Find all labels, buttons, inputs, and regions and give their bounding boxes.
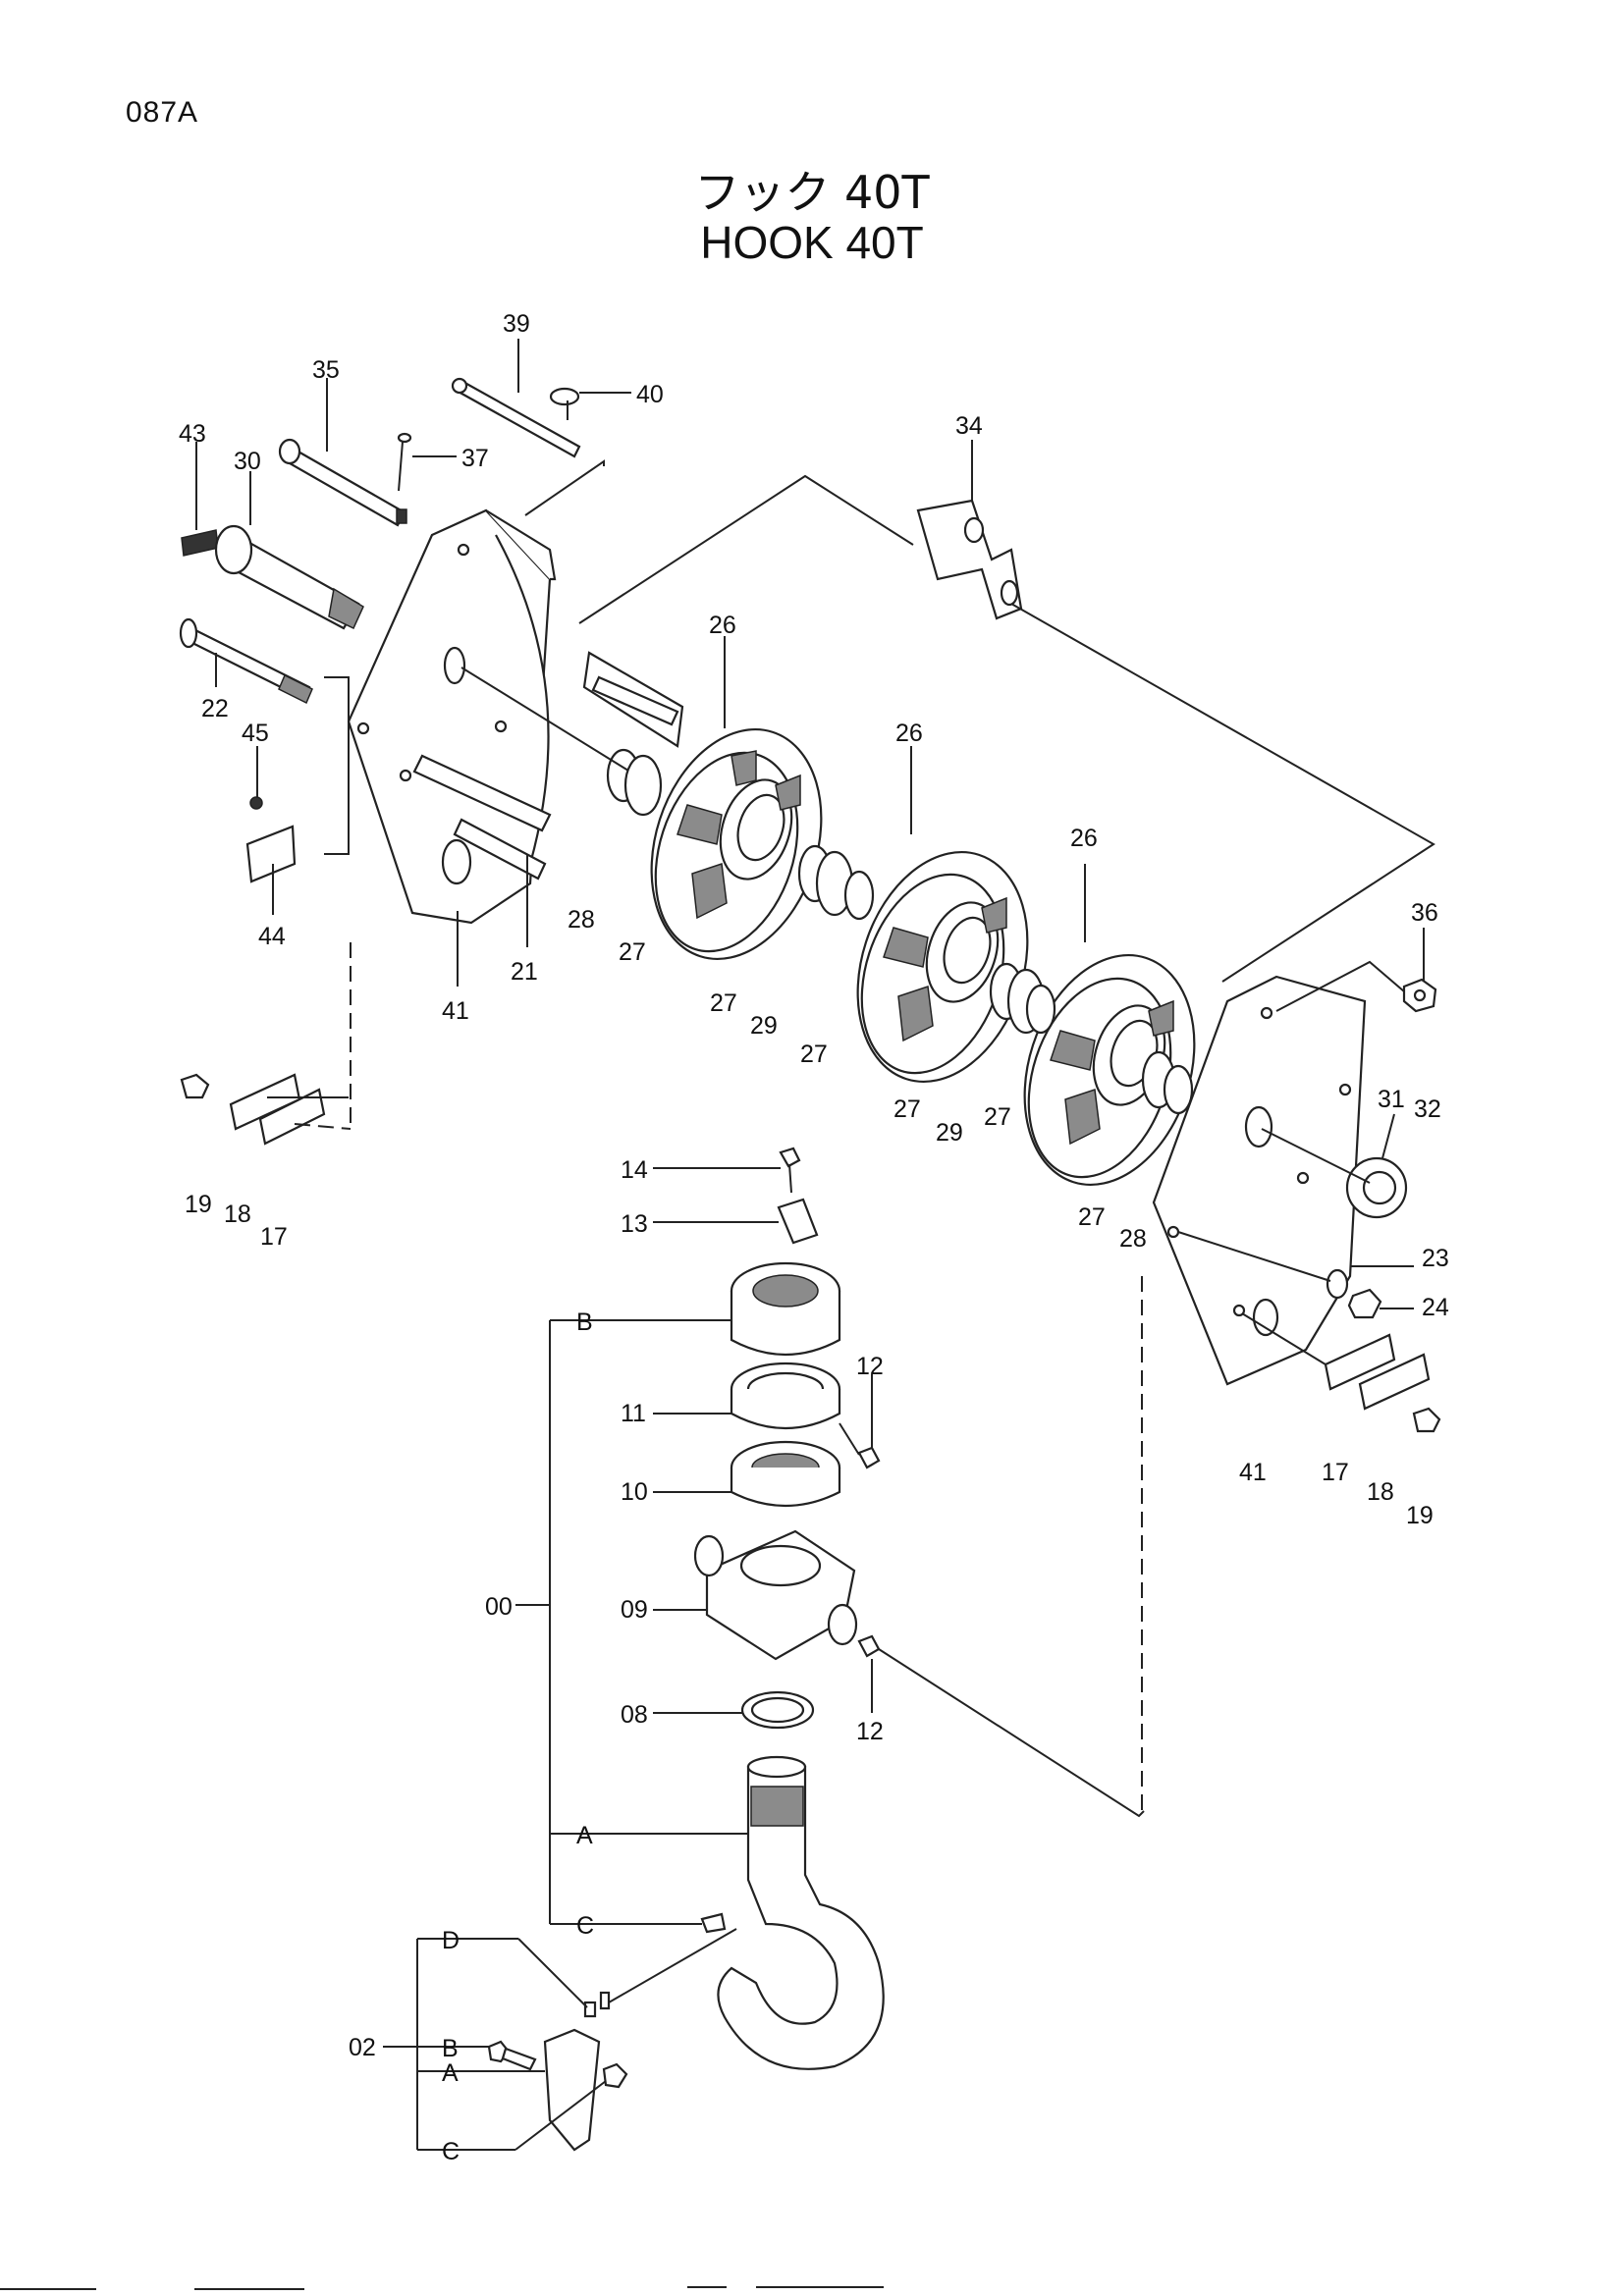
callout-43: 43	[179, 420, 206, 448]
bolt-12-lower	[857, 1634, 881, 1658]
callout-37: 37	[461, 445, 489, 472]
lock-plate-13	[777, 1198, 819, 1245]
callout-12-lower: 12	[856, 1718, 884, 1745]
hook-A	[717, 1755, 885, 2070]
callout-27-b: 27	[710, 989, 737, 1017]
split-pin-37	[397, 432, 412, 492]
latch-label-C: C	[442, 2138, 460, 2165]
callout-34: 34	[955, 412, 983, 440]
bearings-spacers	[606, 748, 1194, 1115]
callout-11: 11	[621, 1400, 646, 1427]
callout-29-b: 29	[936, 1119, 963, 1147]
callout-28-right: 28	[1119, 1225, 1147, 1253]
title-japanese: フック 40T	[694, 166, 930, 219]
latch-A	[543, 2028, 601, 2152]
bolt-45-plate-44	[245, 796, 297, 883]
callout-10: 10	[621, 1478, 648, 1506]
callout-09: 09	[621, 1596, 648, 1624]
callout-26-b: 26	[895, 720, 923, 747]
washer-23-nut-24	[1326, 1268, 1382, 1319]
footer-rules	[0, 2286, 884, 2290]
callout-26-a: 26	[709, 612, 736, 639]
bolt-12-upper	[857, 1446, 881, 1469]
callout-36: 36	[1411, 899, 1438, 927]
callout-27-f: 27	[1078, 1203, 1106, 1231]
bolt-22	[179, 617, 313, 705]
key-43	[181, 529, 219, 557]
callout-45: 45	[242, 720, 269, 747]
callout-29-a: 29	[750, 1012, 778, 1040]
latch-label-D: D	[442, 1927, 460, 1954]
lock-plates-left	[180, 1073, 326, 1146]
latch-pin-D	[583, 1991, 611, 2018]
pin-C	[700, 1912, 727, 1934]
callout-18-right: 18	[1367, 1478, 1394, 1506]
crosshead-09	[693, 1529, 858, 1661]
latch-label-A: A	[442, 2059, 459, 2087]
callout-21: 21	[511, 958, 538, 986]
callout-39: 39	[503, 310, 530, 338]
sub-label-B: B	[576, 1308, 593, 1336]
leader-lines	[195, 339, 1435, 2151]
callout-28-left: 28	[568, 906, 595, 934]
callout-19-right: 19	[1406, 1502, 1434, 1529]
right-side-plate	[1152, 975, 1367, 1386]
callout-14: 14	[621, 1156, 648, 1184]
callout-19-left: 19	[185, 1191, 212, 1218]
sub-label-A: A	[576, 1822, 593, 1849]
nut-36	[1402, 978, 1437, 1013]
callout-27-e: 27	[984, 1103, 1011, 1131]
pin-39	[451, 377, 581, 458]
callout-12-upper: 12	[856, 1353, 884, 1380]
latch-nut-C	[602, 2062, 628, 2089]
clip-40	[549, 387, 580, 420]
callout-35: 35	[312, 356, 340, 384]
callout-44: 44	[258, 923, 286, 950]
bolt-14	[779, 1147, 801, 1194]
callout-08: 08	[621, 1701, 648, 1729]
callout-31: 31	[1378, 1086, 1405, 1113]
callout-30: 30	[234, 448, 261, 475]
callout-27-a: 27	[619, 938, 646, 966]
callout-22: 22	[201, 695, 229, 722]
sub-label-C: C	[576, 1912, 594, 1940]
dashed-center-lines	[294, 942, 1143, 1816]
latch-label-B: B	[442, 2035, 459, 2062]
left-side-plate	[347, 508, 684, 925]
callout-17-left: 17	[260, 1223, 288, 1251]
shaft-30	[214, 524, 364, 630]
ring-08	[740, 1690, 815, 1730]
callout-32: 32	[1414, 1095, 1441, 1123]
lock-plates-right	[1324, 1333, 1441, 1433]
callout-02: 02	[349, 2034, 376, 2061]
bracket-34	[916, 499, 1023, 620]
latch-bolt-B	[487, 2040, 537, 2071]
callout-24: 24	[1422, 1294, 1449, 1321]
callout-27-d: 27	[893, 1095, 921, 1123]
title-english: HOOK 40T	[700, 217, 924, 268]
nut-B	[730, 1261, 841, 1356]
callout-18-left: 18	[224, 1201, 251, 1228]
callout-40: 40	[636, 381, 664, 408]
callout-13: 13	[621, 1210, 648, 1238]
callout-labels: 39 40 35 37 43 30 34 22 45 44 41 21 28 2…	[179, 310, 1449, 2165]
callout-27-c: 27	[800, 1041, 828, 1068]
callout-00: 00	[485, 1593, 513, 1621]
sheave-1	[650, 727, 823, 961]
callout-41-right: 41	[1239, 1459, 1267, 1486]
spacer-21-and-pipes	[412, 675, 679, 881]
bearing-10	[730, 1440, 841, 1507]
page-code: 087A	[126, 96, 199, 129]
callout-41-left: 41	[442, 997, 469, 1025]
sheave-3	[1023, 953, 1196, 1187]
ring-11	[730, 1362, 841, 1429]
sheave-2	[856, 850, 1029, 1084]
callout-26-c: 26	[1070, 825, 1098, 852]
callout-17-right: 17	[1322, 1459, 1349, 1486]
pin-35	[278, 438, 407, 527]
lock-washer-31-32	[1345, 1156, 1408, 1219]
callout-23: 23	[1422, 1245, 1449, 1272]
